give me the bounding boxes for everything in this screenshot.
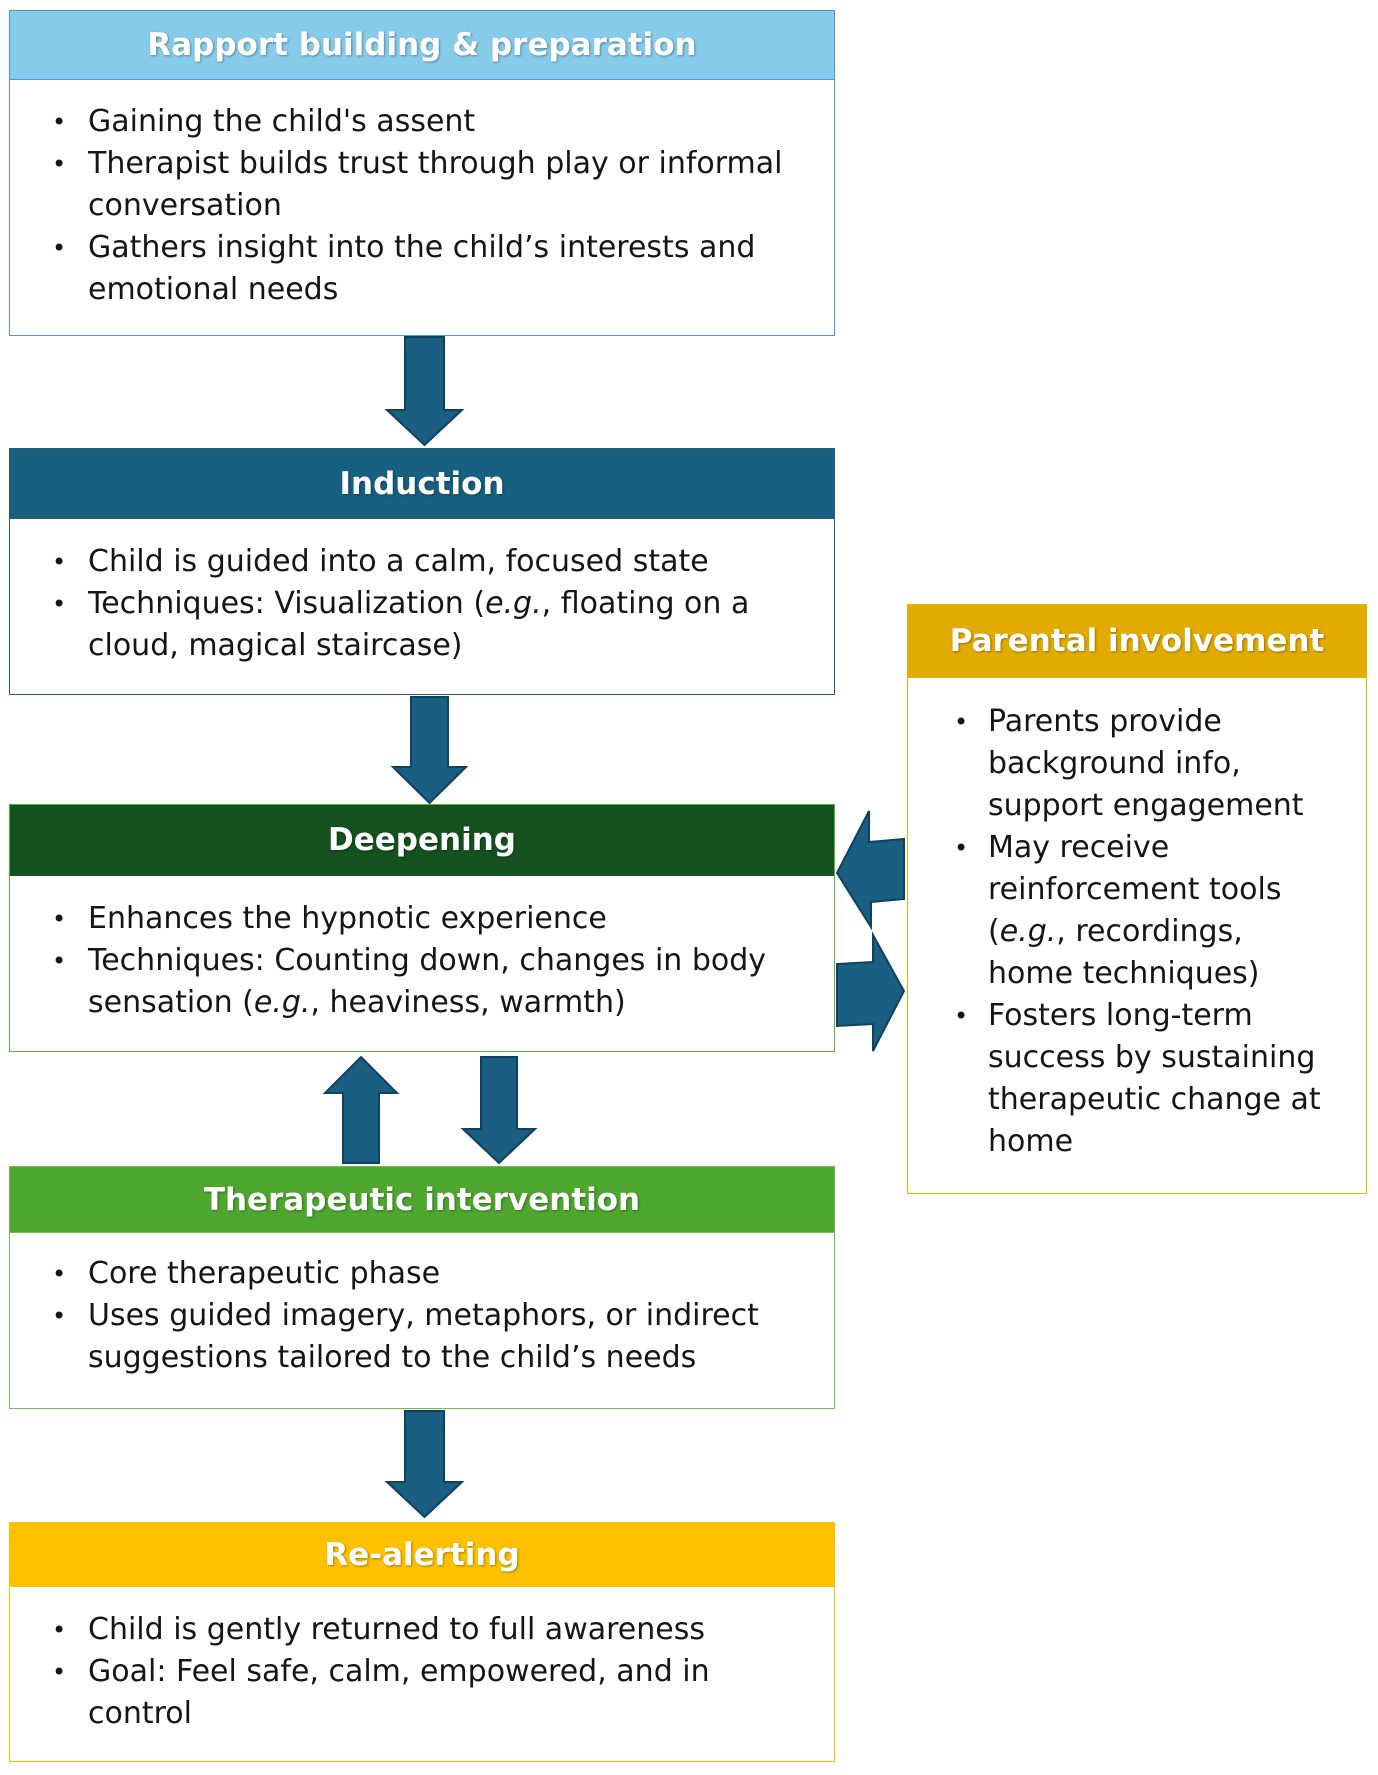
bullet-item: May receive reinforcement tools (e.g., r… [954, 827, 1335, 995]
bullet-text: Child is guided into a calm, focused sta… [88, 544, 709, 579]
bullet-text: May receive reinforcement tools ( [988, 830, 1282, 949]
stage-rapport-building-box: Rapport building & preparation Gaining t… [9, 10, 835, 336]
bullet-list: Enhances the hypnotic experience Techniq… [10, 876, 834, 1024]
bullet-text: Uses guided imagery, metaphors, or indir… [88, 1298, 759, 1375]
bullet-text: Techniques: Visualization ( [88, 586, 486, 621]
bullet-list: Core therapeutic phase Uses guided image… [10, 1233, 834, 1379]
bullet-list: Parents provide background info, support… [908, 678, 1366, 1163]
bullet-text: Parents provide background info, support… [988, 704, 1304, 823]
arrow-parental-to-deepening [835, 810, 905, 931]
bullet-italic-text: e.g. [999, 914, 1057, 949]
bullet-item: Child is gently returned to full awarene… [52, 1609, 808, 1651]
bullet-item: Enhances the hypnotic experience [52, 898, 808, 940]
bullet-text: Core therapeutic phase [88, 1256, 441, 1291]
bullet-text: Fosters long-term success by sustaining … [988, 998, 1321, 1159]
bullet-text: Gathers insight into the child’s interes… [88, 230, 756, 307]
bullet-text-after: , floating on a cloud, magical staircase… [88, 586, 750, 663]
arrow-therapeutic-to-re-alerting [384, 1410, 465, 1519]
parental-title: Parental involvement [908, 605, 1366, 678]
stage-title: Deepening [10, 805, 834, 876]
bullet-text: Gaining the child's assent [88, 104, 476, 139]
bullet-text: Enhances the hypnotic experience [88, 901, 607, 936]
bullet-text: Child is gently returned to full awarene… [88, 1612, 705, 1647]
arrow-deepening-to-therapeutic [460, 1056, 538, 1165]
bullet-item: Techniques: Counting down, changes in bo… [52, 940, 808, 1024]
stage-induction-box: Induction Child is guided into a calm, f… [9, 448, 835, 695]
stage-re-alerting-box: Re-alerting Child is gently returned to … [9, 1522, 835, 1762]
bullet-text-after: , recordings, home techniques) [988, 914, 1260, 991]
arrow-induction-to-deepening [390, 696, 469, 805]
stage-deepening-box: Deepening Enhances the hypnotic experien… [9, 804, 835, 1052]
arrow-therapeutic-to-deepening [322, 1055, 400, 1164]
bullet-text: Techniques: Counting down, changes in bo… [88, 943, 767, 1020]
stage-title: Induction [10, 449, 834, 519]
bullet-italic-text: e.g. [253, 985, 311, 1020]
bullet-item: Gathers insight into the child’s interes… [52, 227, 808, 311]
bullet-item: Core therapeutic phase [52, 1253, 808, 1295]
stage-title: Therapeutic intervention [10, 1167, 834, 1233]
bullet-item: Parents provide background info, support… [954, 701, 1335, 827]
bullet-item: Techniques: Visualization (e.g., floatin… [52, 583, 808, 667]
bullet-list: Gaining the child's assent Therapist bui… [10, 80, 834, 311]
bullet-italic-text: e.g. [485, 586, 542, 621]
stage-therapeutic-intervention-box: Therapeutic intervention Core therapeuti… [9, 1166, 835, 1409]
bullet-item: Fosters long-term success by sustaining … [954, 995, 1335, 1163]
bullet-item: Gaining the child's assent [52, 101, 808, 143]
bullet-text: Therapist builds trust through play or i… [88, 146, 783, 223]
arrow-rapport-to-induction [384, 336, 465, 447]
bullet-item: Uses guided imagery, metaphors, or indir… [52, 1295, 808, 1379]
bullet-item: Therapist builds trust through play or i… [52, 143, 808, 227]
stage-title: Rapport building & preparation [10, 11, 834, 80]
bullet-item: Goal: Feel safe, calm, empowered, and in… [52, 1651, 808, 1735]
bullet-text-after: , heaviness, warmth) [310, 985, 626, 1020]
bullet-list: Child is guided into a calm, focused sta… [10, 519, 834, 667]
stage-title: Re-alerting [10, 1523, 834, 1587]
arrow-deepening-to-parental [836, 931, 906, 1052]
bullet-text: Goal: Feel safe, calm, empowered, and in… [88, 1654, 710, 1731]
bullet-list: Child is gently returned to full awarene… [10, 1587, 834, 1735]
bullet-item: Child is guided into a calm, focused sta… [52, 541, 808, 583]
parental-involvement-box: Parental involvement Parents provide bac… [907, 604, 1367, 1194]
